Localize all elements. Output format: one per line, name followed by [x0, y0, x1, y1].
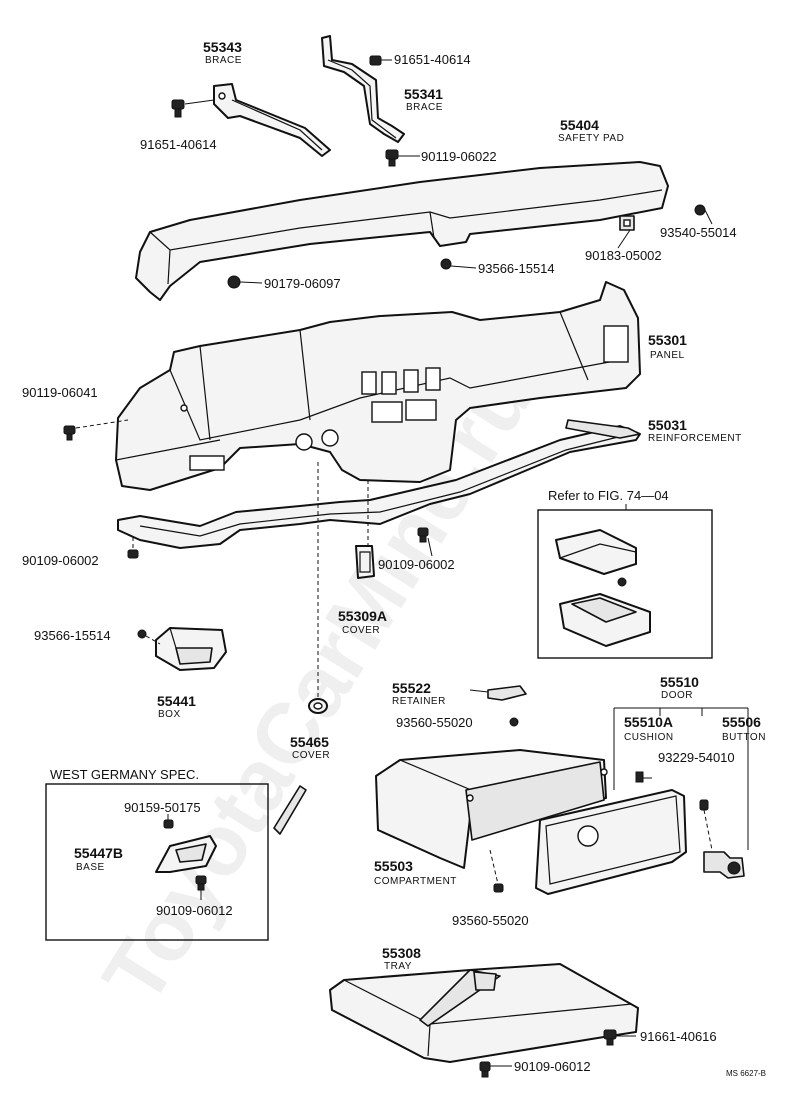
label-f8: 90119-06041	[22, 385, 98, 400]
clip-f5	[617, 215, 635, 249]
west-germany-box	[45, 783, 269, 941]
label-55465-name: COVER	[292, 750, 330, 761]
screw-f17	[163, 814, 174, 829]
label-55447b-number: 55447B	[74, 845, 123, 861]
label-55031-name: REINFORCEMENT	[648, 433, 742, 444]
label-55522-name: RETAINER	[392, 696, 446, 707]
label-55441-number: 55441	[157, 693, 196, 709]
label-55510a-name: CUSHION	[624, 732, 674, 743]
west-germany-title: WEST GERMANY SPEC.	[50, 767, 199, 782]
label-f12: 93560-55020	[396, 715, 473, 730]
screw-f16	[479, 1061, 512, 1078]
screw-f14	[489, 849, 504, 893]
label-f2: 91651-40614	[394, 52, 471, 67]
label-55301-number: 55301	[648, 332, 687, 348]
screw-f9	[127, 536, 139, 559]
label-f5: 90183-05002	[585, 248, 662, 263]
panel-55301	[115, 281, 641, 491]
bolt-f1	[171, 99, 215, 118]
nut-f7	[227, 275, 263, 289]
safety-pad-55404	[135, 161, 669, 301]
refer-note: Refer to FIG. 74—04	[548, 488, 669, 503]
screw-f13	[699, 799, 713, 851]
screw-f11	[137, 629, 161, 645]
button-55506	[703, 851, 745, 879]
label-55301-name: PANEL	[650, 350, 685, 361]
label-55308-name: TRAY	[384, 961, 412, 972]
label-55506-number: 55506	[722, 714, 761, 730]
door-55510	[535, 789, 687, 895]
brace-55341	[321, 35, 405, 143]
screw-f12	[509, 717, 519, 727]
screw-f8	[63, 419, 129, 441]
label-55503-name: COMPARTMENT	[374, 876, 457, 887]
reinforcement-55031	[117, 419, 641, 549]
label-f11: 93566-15514	[34, 628, 111, 643]
footer-code: MS 6627-B	[726, 1069, 766, 1078]
screw-f15	[603, 1029, 636, 1046]
label-f15: 91661-40616	[640, 1029, 717, 1044]
bolt-f2	[369, 55, 392, 66]
fastener-labels: 91651-40614 91651-40614 90119-06022 9354…	[22, 52, 737, 1074]
label-55308-number: 55308	[382, 945, 421, 961]
refer-box	[537, 509, 713, 659]
door-group-lines	[613, 707, 749, 850]
brace-55343	[213, 83, 331, 157]
compartment-55503	[375, 749, 608, 869]
label-55309a-name: COVER	[342, 625, 380, 636]
cushion-55510a	[635, 771, 652, 783]
label-f6: 93566-15514	[478, 261, 555, 276]
part-labels: 55343 BRACE 55341 BRACE 55404 SAFETY PAD…	[74, 39, 766, 972]
trim-strip	[273, 785, 307, 835]
cover-55465	[308, 698, 328, 714]
tray-55308	[329, 963, 639, 1063]
label-55510-number: 55510	[660, 674, 699, 690]
label-55465-number: 55465	[290, 734, 329, 750]
label-f7: 90179-06097	[264, 276, 341, 291]
label-f4: 93540-55014	[660, 225, 737, 240]
label-55343-number: 55343	[203, 39, 242, 55]
label-55522-number: 55522	[392, 680, 431, 696]
label-55341-number: 55341	[404, 86, 443, 102]
box-55441	[155, 627, 227, 671]
label-55510a-number: 55510A	[624, 714, 673, 730]
label-f3: 90119-06022	[421, 149, 497, 164]
label-f14: 93560-55020	[452, 913, 529, 928]
label-55343-name: BRACE	[205, 55, 242, 66]
label-f9: 90109-06002	[22, 553, 99, 568]
label-55510-name: DOOR	[661, 690, 693, 701]
screw-f10	[417, 527, 433, 557]
screw-f18	[195, 875, 207, 900]
label-55404-number: 55404	[560, 117, 599, 133]
label-55341-name: BRACE	[406, 102, 443, 113]
screw-f6	[440, 258, 477, 270]
label-f17: 90159-50175	[124, 800, 201, 815]
label-55031-number: 55031	[648, 417, 687, 433]
label-f18: 90109-06012	[156, 903, 233, 918]
label-f16: 90109-06012	[514, 1059, 591, 1074]
label-55503-number: 55503	[374, 858, 413, 874]
label-55441-name: BOX	[158, 709, 181, 720]
label-f13: 93229-54010	[658, 750, 735, 765]
label-55506-name: BUTTON	[722, 732, 766, 743]
label-f10: 90109-06002	[378, 557, 455, 572]
label-55447b-name: BASE	[76, 862, 105, 873]
retainer-55522	[469, 685, 527, 701]
label-55404-name: SAFETY PAD	[558, 133, 624, 144]
label-55309a-number: 55309A	[338, 608, 387, 624]
clip-f4	[694, 204, 713, 225]
label-f1: 91651-40614	[140, 137, 217, 152]
bolt-f3	[385, 149, 420, 167]
cover-55309a	[355, 545, 375, 579]
